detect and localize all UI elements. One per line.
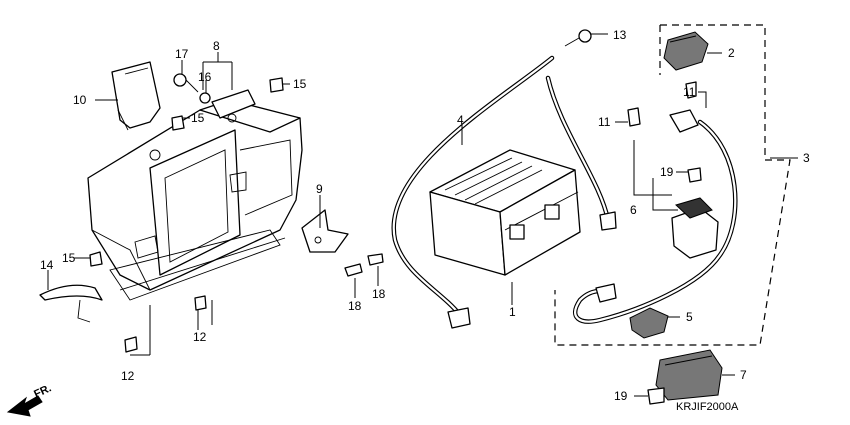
callout-6: 6 — [630, 203, 637, 217]
callout-labels: 1 2 3 4 5 6 7 8 9 10 11 11 12 12 13 14 1… — [40, 28, 810, 403]
terminal-bolts — [627, 81, 699, 133]
battery — [429, 149, 581, 276]
relay-cover — [655, 349, 723, 401]
battery-band — [39, 284, 103, 323]
callout-8: 8 — [213, 39, 220, 53]
callout-12-right: 12 — [193, 330, 207, 344]
callout-15-mid: 15 — [191, 111, 205, 125]
terminal-cover — [663, 31, 709, 71]
callout-11-left: 11 — [598, 115, 611, 129]
box-cover — [111, 61, 161, 131]
drawing-code: KRJIF2000A — [676, 401, 739, 413]
starter-cable — [573, 119, 738, 324]
front-direction-indicator: FR. — [6, 382, 53, 417]
callout-13: 13 — [613, 28, 627, 42]
leader-lines — [47, 33, 798, 397]
callout-9: 9 — [316, 182, 323, 196]
callout-17: 17 — [175, 47, 189, 61]
group-box-3 — [554, 24, 791, 346]
positive-cable — [545, 75, 617, 231]
battery-box — [87, 89, 303, 301]
callout-12-left: 12 — [121, 369, 135, 383]
callout-10: 10 — [73, 93, 87, 107]
callout-4: 4 — [457, 113, 464, 127]
callout-15-top: 15 — [293, 77, 307, 91]
callout-15-left: 15 — [62, 251, 76, 265]
starter-relay — [671, 167, 719, 259]
box-hardware — [89, 73, 284, 353]
callout-3: 3 — [803, 151, 810, 165]
terminal-cover-5 — [629, 307, 669, 339]
callout-18-left: 18 — [348, 299, 362, 313]
fuse — [647, 387, 665, 405]
front-arrow-icon — [6, 395, 43, 417]
callout-16: 16 — [198, 70, 212, 84]
bracket — [301, 209, 384, 277]
callout-14: 14 — [40, 258, 54, 272]
bolt-13 — [564, 29, 592, 47]
callout-5: 5 — [686, 310, 693, 324]
negative-cable — [391, 55, 555, 329]
callout-19-bottom: 19 — [614, 389, 628, 403]
callout-18-right: 18 — [372, 287, 386, 301]
front-label: FR. — [32, 382, 53, 400]
callout-7: 7 — [740, 368, 747, 382]
callout-19-top: 19 — [660, 165, 674, 179]
callout-1: 1 — [509, 305, 516, 319]
callout-11-top: 11 — [683, 85, 696, 99]
callout-2: 2 — [728, 46, 735, 60]
